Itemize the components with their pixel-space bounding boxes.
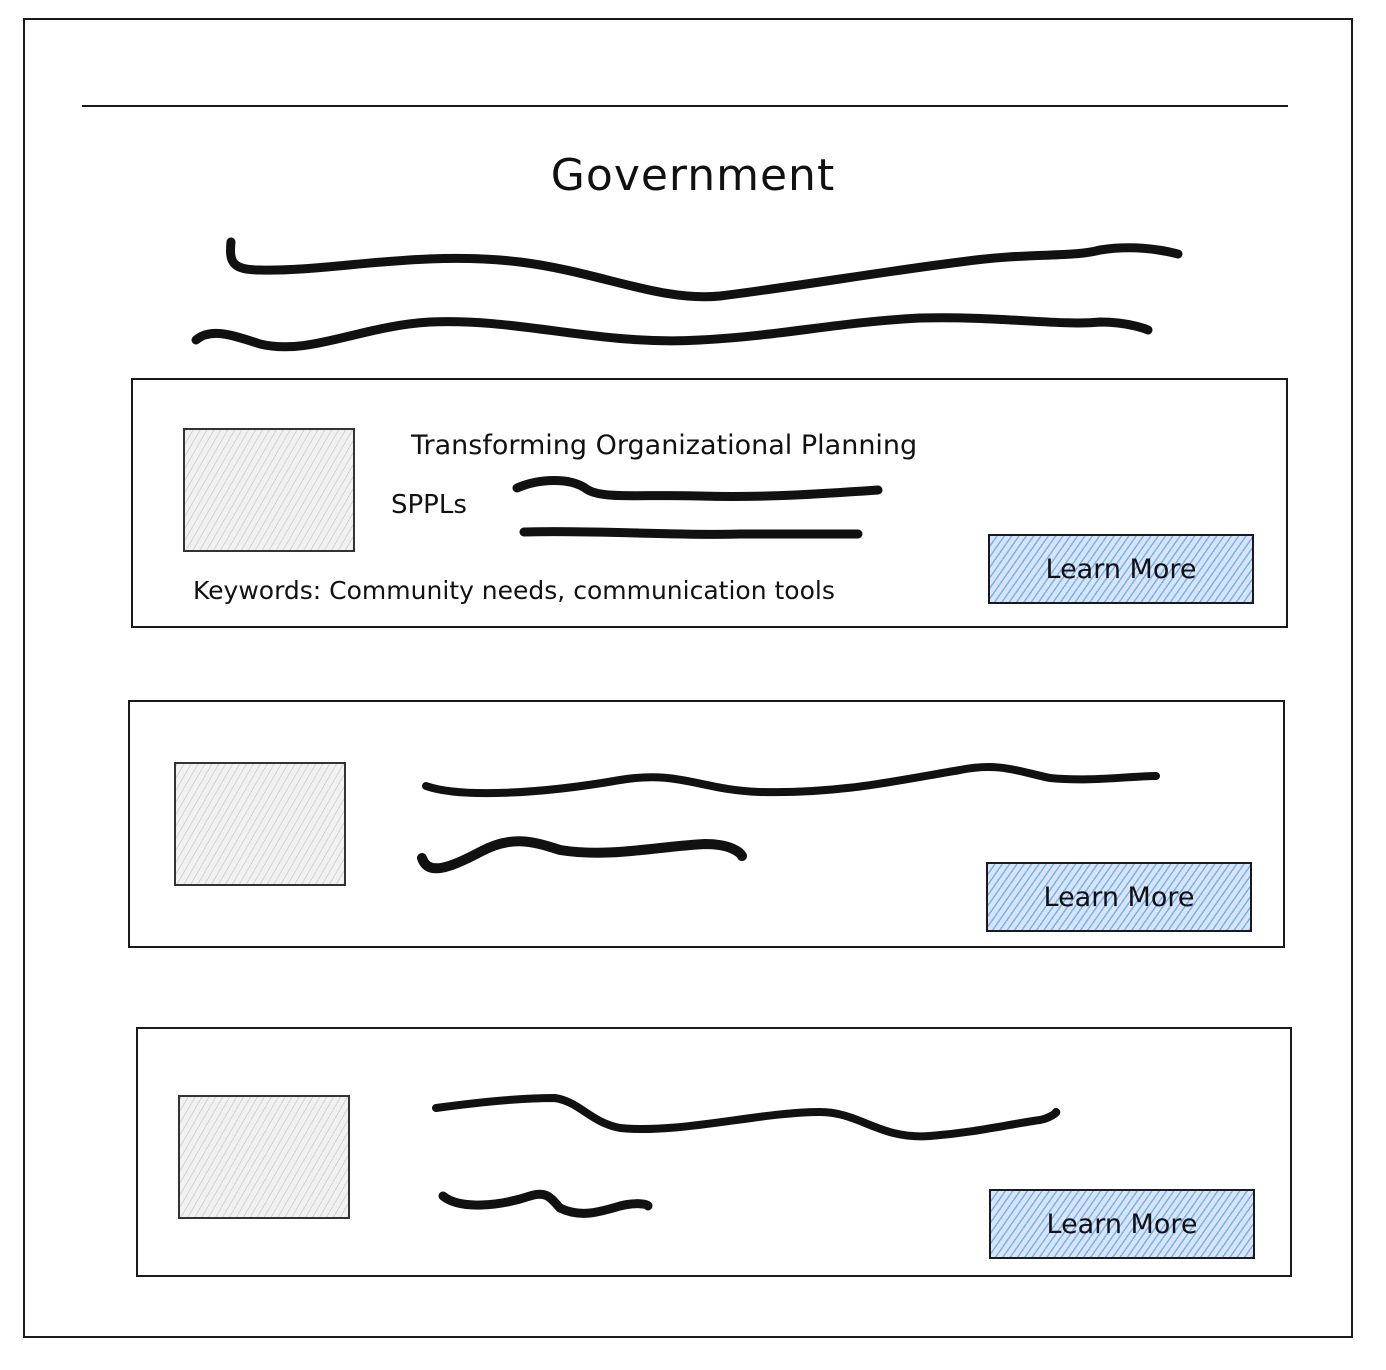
page-frame <box>23 18 1353 1338</box>
card-thumbnail-image <box>183 428 355 552</box>
project-card: Learn More <box>128 700 1285 948</box>
card-tag: SPPLs <box>391 490 467 520</box>
learn-more-button[interactable]: Learn More <box>986 862 1252 932</box>
header-divider <box>82 105 1288 107</box>
page-title: Government <box>550 150 836 201</box>
learn-more-button[interactable]: Learn More <box>988 534 1254 604</box>
card-keywords: Keywords: Community needs, communication… <box>193 576 835 605</box>
card-thumbnail-image <box>178 1095 350 1219</box>
project-card: Transforming Organizational Planning SPP… <box>131 378 1288 628</box>
project-card: Learn More <box>136 1027 1292 1277</box>
card-thumbnail-image <box>174 762 346 886</box>
learn-more-button[interactable]: Learn More <box>989 1189 1255 1259</box>
card-title: Transforming Organizational Planning <box>411 430 918 461</box>
